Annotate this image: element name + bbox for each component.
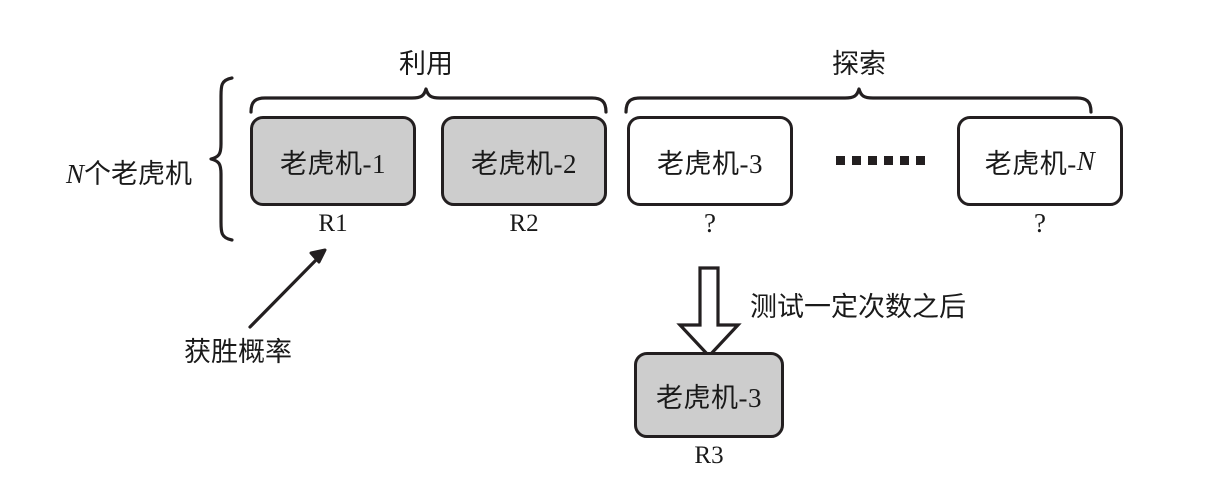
group-label-explore: 探索 bbox=[832, 49, 886, 79]
group-label-exploit: 利用 bbox=[399, 49, 453, 79]
n-machines-label: N个老虎机 bbox=[66, 152, 192, 191]
result-machine-node[interactable]: 老虎机-3 bbox=[634, 352, 784, 438]
machine-node-3[interactable]: 老虎机-3 bbox=[627, 116, 793, 206]
machine-reward-2: R2 bbox=[509, 210, 539, 237]
n-symbol: N bbox=[66, 159, 85, 189]
machine-node-n[interactable]: 老虎机-N bbox=[957, 116, 1123, 206]
machine-node-2[interactable]: 老虎机-2 bbox=[441, 116, 607, 206]
exploit-group-brace bbox=[249, 87, 608, 114]
machine-node-1-label: 老虎机-1 bbox=[280, 148, 386, 179]
machine-node-2-label: 老虎机-2 bbox=[471, 148, 577, 179]
ellipsis-dot bbox=[900, 156, 909, 165]
transition-block-arrow bbox=[676, 266, 742, 359]
result-machine-label: 老虎机-3 bbox=[656, 382, 762, 413]
machine-node-n-label-prefix: 老虎机- bbox=[984, 148, 1077, 179]
ellipsis-dot bbox=[884, 156, 893, 165]
ellipsis-dot bbox=[868, 156, 877, 165]
machine-reward-3: ? bbox=[704, 208, 716, 238]
n-machines-label-text: 个老虎机 bbox=[84, 159, 193, 189]
explore-group-brace bbox=[624, 87, 1093, 114]
probability-annotation-label: 获胜概率 bbox=[184, 337, 292, 367]
transition-annotation-label: 测试一定次数之后 bbox=[750, 292, 966, 322]
probability-pointer-arrow bbox=[248, 248, 327, 329]
ellipsis-dot bbox=[852, 156, 861, 165]
ellipsis-dot bbox=[836, 156, 845, 165]
ellipsis-dot bbox=[916, 156, 925, 165]
machines-ellipsis bbox=[836, 156, 925, 165]
machine-node-n-label-symbol: N bbox=[1076, 145, 1096, 176]
machine-node-3-label: 老虎机-3 bbox=[657, 148, 763, 179]
machine-reward-n: ? bbox=[1034, 208, 1046, 238]
n-machines-brace bbox=[209, 76, 234, 242]
result-machine-reward: R3 bbox=[694, 442, 724, 469]
machine-node-1[interactable]: 老虎机-1 bbox=[250, 116, 416, 206]
machine-reward-1: R1 bbox=[318, 210, 348, 237]
